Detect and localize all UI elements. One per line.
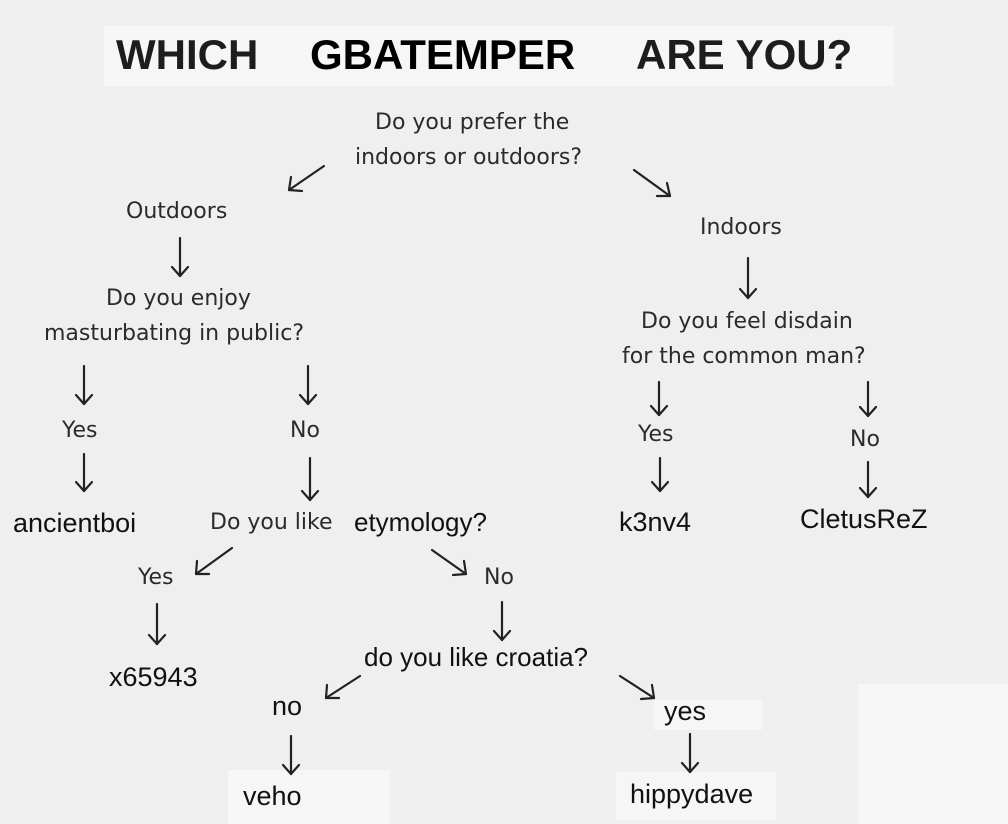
arrow-icon <box>281 734 301 776</box>
indoors-question-line1: Do you feel disdain <box>641 309 853 334</box>
result-cletusrez: CletusReZ <box>800 504 928 534</box>
arrow-icon <box>650 456 670 493</box>
patch-background <box>616 772 776 820</box>
indoors-yes: Yes <box>638 422 674 447</box>
root-question-line2: indoors or outdoors? <box>355 145 583 170</box>
title-gbatemper: GBATEMPER <box>310 31 576 78</box>
result-k3nv4: k3nv4 <box>619 507 692 537</box>
arrow-icon <box>170 236 190 278</box>
arrow-icon <box>298 364 318 406</box>
arrow-icon <box>74 364 94 406</box>
arrow-icon <box>858 460 878 499</box>
result-hippydave: hippydave <box>630 779 754 809</box>
indoors-no: No <box>850 427 880 452</box>
arrow-icon <box>632 168 672 198</box>
root-question-line1: Do you prefer the <box>375 110 570 135</box>
title-which: WHICH <box>116 31 259 78</box>
patch-background <box>104 26 894 86</box>
etymology-question-suffix: etymology? <box>354 507 487 537</box>
arrow-icon <box>680 732 700 774</box>
result-ancientboi: ancientboi <box>13 508 137 538</box>
patch-background <box>228 770 390 824</box>
patch-background <box>654 700 762 730</box>
outdoors-question-line1: Do you enjoy <box>106 286 251 311</box>
arrow-icon <box>147 602 167 646</box>
result-x65943: x65943 <box>109 662 198 692</box>
arrow-icon <box>858 380 878 418</box>
arrow-icon <box>194 546 234 576</box>
croatia-yes: yes <box>664 696 707 726</box>
arrow-icon <box>738 256 758 300</box>
arrow-icon <box>300 456 320 502</box>
arrow-icon <box>649 380 669 417</box>
indoors-question-line2: for the common man? <box>622 344 866 369</box>
result-veho: veho <box>243 781 302 811</box>
outdoors-question-line2: masturbating in public? <box>44 321 304 346</box>
arrow-icon <box>74 452 94 493</box>
title-are-you: ARE YOU? <box>636 31 853 78</box>
arrow-icon <box>324 674 362 700</box>
arrow-icon <box>618 674 656 701</box>
croatia-question: do you like croatia? <box>364 642 589 672</box>
outdoors-yes: Yes <box>62 418 98 443</box>
indoors-label: Indoors <box>700 215 782 240</box>
etymology-question-prefix: Do you like <box>210 510 333 535</box>
etymology-no: No <box>484 565 514 590</box>
arrow-icon <box>492 600 512 642</box>
etymology-yes: Yes <box>138 565 174 590</box>
patch-background <box>858 684 1008 824</box>
outdoors-no: No <box>290 418 320 443</box>
arrow-icon <box>287 164 326 193</box>
arrow-icon <box>430 548 468 577</box>
outdoors-label: Outdoors <box>126 199 228 224</box>
croatia-no: no <box>272 691 303 721</box>
